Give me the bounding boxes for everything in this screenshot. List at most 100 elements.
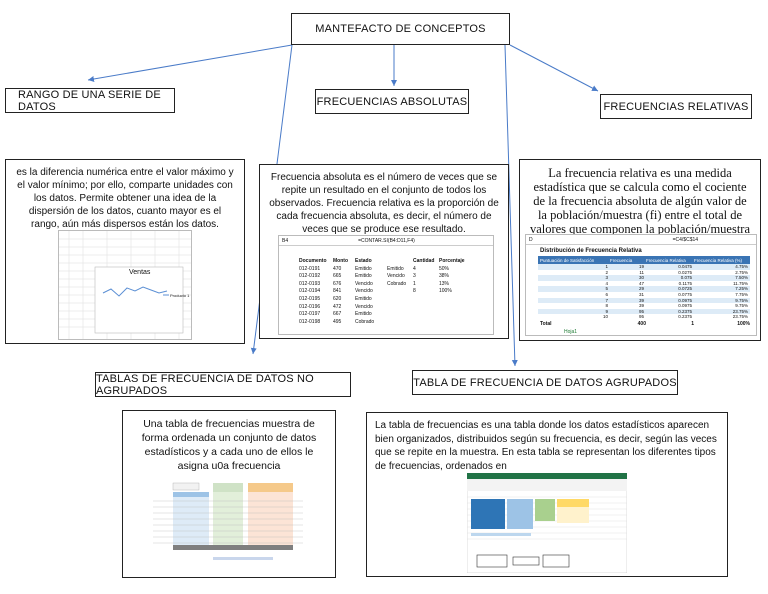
abs-summary-row-cell: 13% — [439, 280, 450, 287]
abs-table-row-cell: Emitido — [355, 273, 372, 280]
absolutas-cell-ref: B4 — [282, 237, 289, 244]
abs-table-row-cell: 472 — [333, 303, 342, 310]
arrow-to-rango — [87, 44, 293, 82]
rango-chart-legend: Producto 1 — [170, 293, 190, 298]
rel-table-cell: 9.75% — [735, 297, 748, 303]
rel-header-4: Frecuencia Relativa (%) — [694, 257, 743, 263]
abs-table-row: 012-0192 665 Emitido — [299, 273, 381, 281]
abs-table-row-cell: 012-0194 — [299, 288, 321, 295]
absolutas-description: Frecuencia absoluta es el número de vece… — [269, 172, 499, 235]
agrupados-title-box: TABLA DE FRECUENCIA DE DATOS AGRUPADOS — [412, 370, 678, 395]
rel-table-cell: 0.0475 — [678, 264, 692, 269]
no-agrupados-screenshot — [153, 479, 303, 569]
rel-table-cell: 7.50% — [735, 275, 748, 281]
abs-table-row-cell: 012-0195 — [299, 295, 321, 302]
absolutas-title: FRECUENCIAS ABSOLUTAS — [316, 95, 468, 108]
abs-table-row-cell: Vencido — [355, 303, 373, 310]
rel-table-cell: 30 — [638, 275, 644, 281]
rel-table-cell: 10 — [602, 314, 608, 320]
rango-desc-box: es la diferencia numérica entre el valor… — [5, 159, 245, 344]
rel-table-cell: 9 — [605, 308, 608, 314]
abs-table-row-cell: 012-0193 — [299, 280, 321, 287]
agrupados-title: TABLA DE FRECUENCIA DE DATOS AGRUPADOS — [413, 376, 677, 389]
rel-table-cell: 0.2375 — [678, 308, 692, 314]
rel-table-cell: 4.75% — [735, 264, 748, 269]
abs-table-row-cell: 665 — [333, 273, 342, 280]
rel-sheet-title: Distribución de Frecuencia Relativa — [540, 248, 642, 254]
rel-table-cell: 2 — [605, 269, 608, 275]
abs-table-row-cell: Vencido — [355, 280, 373, 287]
rel-table-cell: 39 — [638, 297, 644, 303]
abs-summary-row-cell: 8 — [413, 288, 416, 295]
abs-summary-row-cell: 100% — [439, 288, 452, 295]
no-agrupados-title: TABLAS DE FRECUENCIA DE DATOS NO AGRUPAD… — [96, 372, 314, 397]
relativas-description: La frecuencia relativa es una medida est… — [529, 166, 751, 250]
abs-summary-row-cell — [387, 288, 409, 296]
relativas-title: FRECUENCIAS RELATIVAS — [603, 100, 749, 113]
rango-chart-title: Ventas — [129, 269, 151, 276]
rel-table-cell: 95 — [638, 308, 644, 314]
rel-total-freq: 400 — [637, 321, 646, 327]
rango-title-box: RANGO DE UNA SERIE DE DATOS — [5, 88, 175, 113]
rel-sheet-tab[interactable]: Hoja1 — [564, 329, 578, 335]
arrow-to-relativas — [509, 44, 599, 92]
abs-summary-row-cell: Cobrado — [387, 280, 407, 287]
relativas-screenshot: D =C4/$C$14 Distribución de Frecuencia R… — [525, 234, 757, 336]
abs-table-row-cell: 495 — [333, 318, 342, 325]
absolutas-title-box: FRECUENCIAS ABSOLUTAS — [315, 89, 469, 114]
rel-table-cell: 0.075 — [680, 275, 692, 281]
rel-table-cell: 9.75% — [735, 303, 748, 309]
abs-sum-header-2: Porcentaje — [439, 258, 465, 264]
rango-sheet-svg — [59, 231, 191, 339]
abs-table-row-cell: 470 — [333, 265, 342, 272]
abs-summary-row-cell: 4 — [413, 265, 416, 272]
abs-header-3: Estado — [355, 258, 372, 264]
abs-summary-row: Vencido 3 38% — [387, 273, 465, 281]
rel-header-2: Frecuencia — [610, 257, 633, 263]
rel-table-cell: 7.75% — [735, 291, 748, 297]
rel-total-pct: 100% — [737, 321, 750, 327]
rel-table-cell: 2.75% — [735, 269, 748, 275]
agrupados-desc-box: La tabla de frecuencias es una tabla don… — [366, 412, 728, 577]
abs-summary-row-cell: 1 — [413, 280, 416, 287]
rel-table-cell: 31 — [638, 291, 644, 297]
rel-table-cell: 7.25% — [735, 286, 748, 292]
abs-summary-row-cell: Vencido — [387, 273, 405, 280]
rel-table-cell: 19 — [638, 264, 644, 269]
rel-table-cell: 0.0975 — [678, 303, 692, 309]
abs-table-row-cell: 012-0191 — [299, 265, 321, 272]
abs-summary-row-cell: 38% — [439, 273, 450, 280]
rel-table-cell: 8 — [605, 303, 608, 309]
rel-total-label: Total — [540, 321, 552, 327]
abs-summary-row-cell: 3 — [413, 273, 416, 280]
abs-table-row-cell: 012-0192 — [299, 273, 321, 280]
rel-table-cell: 29 — [638, 286, 644, 292]
abs-table-row-cell: Cobrado — [355, 318, 375, 325]
relativas-desc-box: La frecuencia relativa es una medida est… — [519, 159, 761, 341]
rel-formula: =C4/$C$14 — [672, 236, 699, 243]
rel-table-row: 1 19 0.0475 4.75% — [538, 264, 750, 270]
rel-table-cell: 4 — [605, 280, 608, 286]
agrupados-screenshot — [467, 473, 627, 573]
rel-table-cell: 95 — [638, 314, 644, 320]
abs-header-1: Documento — [299, 258, 327, 264]
rel-table-cell: 1 — [605, 264, 608, 269]
abs-table-row-cell: 841 — [333, 288, 342, 295]
rel-table-cell: 0.1175 — [678, 280, 692, 286]
abs-summary-row: 8 100% — [387, 288, 465, 296]
rel-table-cell: 47 — [638, 280, 644, 286]
